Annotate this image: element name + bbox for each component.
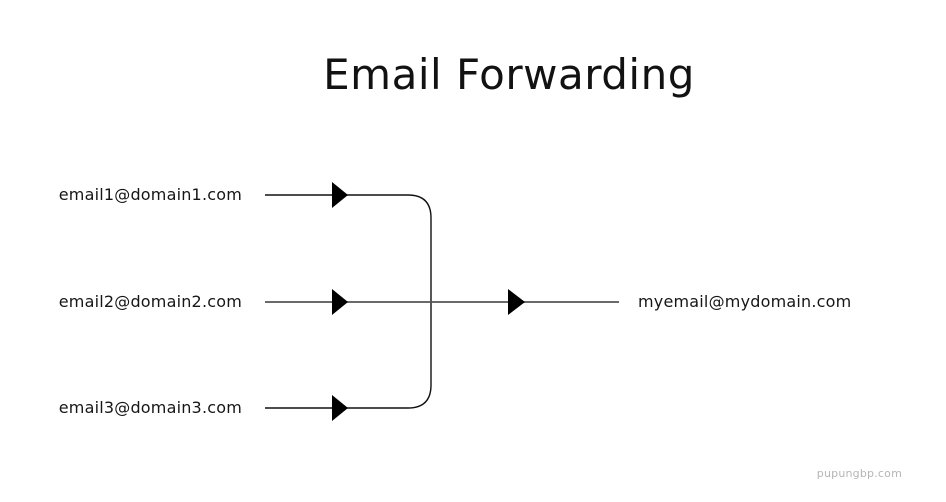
arrowhead-icon	[508, 289, 525, 315]
arrowhead-icon	[332, 395, 348, 421]
arrowhead-icon	[332, 182, 348, 208]
page-title: Email Forwarding	[323, 50, 695, 99]
source-email-label-1: email1@domain1.com	[58, 185, 242, 204]
watermark: pupungbp.com	[816, 467, 902, 480]
source-email-label-3: email3@domain3.com	[58, 398, 242, 417]
source-email-label-2: email2@domain2.com	[58, 292, 242, 311]
destination-email-label: myemail@mydomain.com	[638, 292, 852, 311]
arrowhead-icon	[332, 289, 348, 315]
